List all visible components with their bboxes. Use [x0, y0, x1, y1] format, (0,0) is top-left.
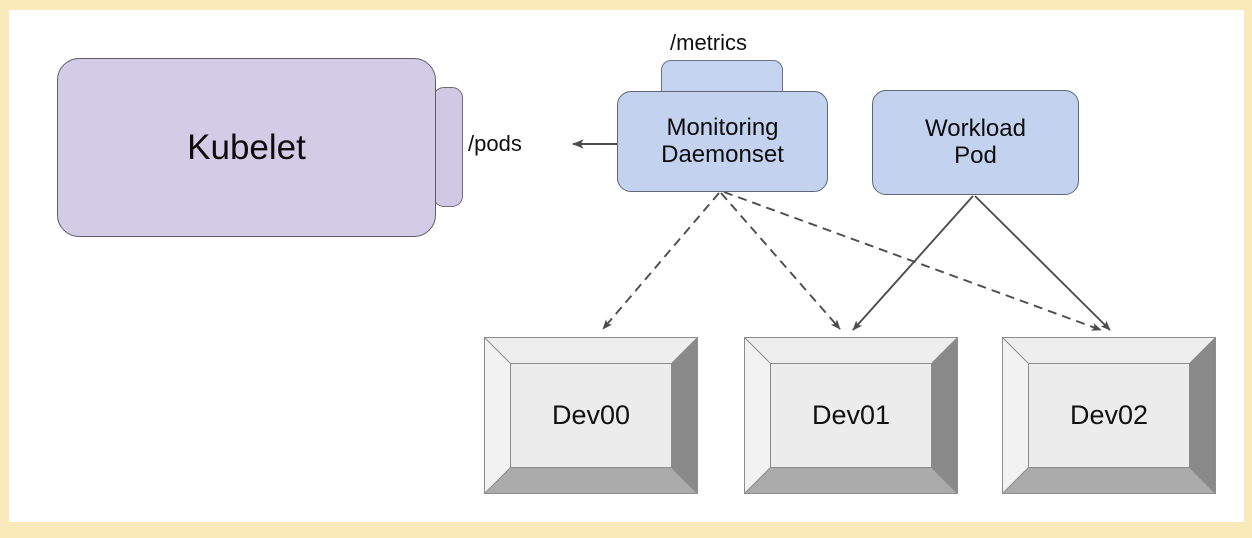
- device-label: Dev01: [811, 400, 891, 430]
- node-device-dev01[interactable]: Dev01: [744, 337, 958, 494]
- workload-pod-label: Workload Pod: [925, 114, 1026, 170]
- edge-workload-to-dev01: [852, 195, 974, 331]
- edge-label-metrics: /metrics: [670, 30, 747, 55]
- device-label: Dev02: [1069, 400, 1149, 430]
- edge-monitoring-to-dev01: [720, 192, 841, 330]
- device-bevel-left: [1002, 337, 1028, 494]
- device-bevel-right: [1190, 337, 1216, 494]
- kubelet-side-tab: [433, 87, 463, 207]
- device-bevel-top: [484, 337, 698, 363]
- device-bevel-bottom: [1002, 468, 1216, 494]
- device-bevel-bottom: [484, 468, 698, 494]
- edge-monitoring-to-dev02: [723, 191, 1102, 331]
- device-face: Dev01: [770, 363, 932, 468]
- node-device-dev00[interactable]: Dev00: [484, 337, 698, 494]
- monitoring-daemonset-label-line1: Monitoring: [666, 113, 779, 141]
- edge-monitoring-to-dev00: [602, 192, 720, 330]
- edge-label-pods: /pods: [468, 131, 522, 156]
- workload-pod-label-line1: Workload: [925, 114, 1026, 142]
- monitoring-daemonset-label-line2: Daemonset: [661, 140, 784, 168]
- device-bevel-top: [1002, 337, 1216, 363]
- device-bevel-left: [744, 337, 770, 494]
- workload-pod-label-line2: Pod: [954, 141, 997, 169]
- node-workload-pod[interactable]: Workload Pod: [872, 90, 1079, 195]
- device-bevel-top: [744, 337, 958, 363]
- device-face: Dev00: [510, 363, 672, 468]
- kubelet-label: Kubelet: [187, 127, 306, 167]
- node-device-dev02[interactable]: Dev02: [1002, 337, 1216, 494]
- device-bevel-right: [932, 337, 958, 494]
- node-monitoring-daemonset[interactable]: Monitoring Daemonset: [617, 91, 828, 192]
- device-bevel-left: [484, 337, 510, 494]
- device-label: Dev00: [551, 400, 631, 430]
- node-kubelet[interactable]: Kubelet: [57, 58, 436, 237]
- device-face: Dev02: [1028, 363, 1190, 468]
- device-bevel-bottom: [744, 468, 958, 494]
- device-bevel-right: [672, 337, 698, 494]
- monitoring-daemonset-label: Monitoring Daemonset: [661, 113, 784, 169]
- edge-workload-to-dev02: [974, 195, 1111, 331]
